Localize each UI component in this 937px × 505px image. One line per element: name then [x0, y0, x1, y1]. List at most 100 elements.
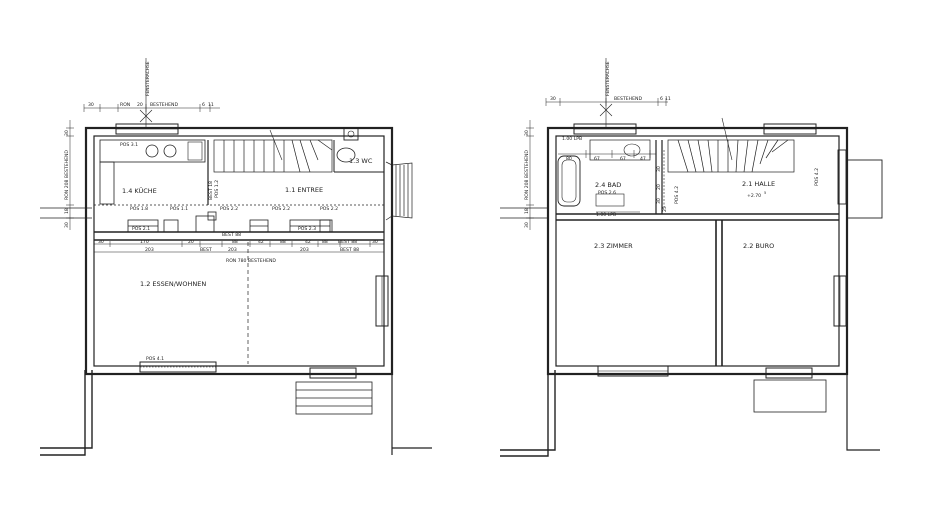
hob-burner-icon	[145, 144, 159, 158]
site-wall-left	[40, 370, 93, 456]
pos-label: POS 1.8	[130, 206, 148, 212]
dim-top: 11	[665, 96, 671, 102]
dim-wall: 20	[188, 239, 194, 245]
top-dimension-chain	[83, 58, 220, 128]
site-wall-right	[846, 370, 880, 451]
site-wall-right	[391, 370, 432, 455]
dim-bad: 80	[566, 156, 572, 162]
partition-wall	[556, 213, 839, 221]
pos-label: POS 2.2	[272, 206, 290, 212]
dim-top: 6	[202, 102, 205, 108]
bad-cabinet	[595, 193, 625, 207]
room-label-wc: 1.3 WC	[349, 157, 373, 165]
dim-left: RON 208 BESTEHEND	[524, 150, 530, 200]
pos-label: POS 2.2	[220, 206, 238, 212]
outer-wall	[546, 126, 849, 376]
dim-wall: BEST	[200, 247, 212, 253]
left-dimension-chain	[526, 120, 534, 230]
inner-wall-line	[93, 135, 385, 367]
dim-bad: 47	[640, 156, 646, 162]
halle-level: +2.70	[747, 193, 761, 199]
dim-bad: 25	[662, 206, 668, 212]
pos-label: POS 2.6	[598, 190, 616, 196]
door-bottom	[309, 367, 357, 379]
site-line-left	[500, 207, 548, 219]
dim-bad: 1.00 LPB	[562, 136, 582, 142]
best-label: BEST 88	[222, 232, 241, 238]
dim-top: BESTEHEND	[150, 102, 178, 108]
dim-wall: 170	[140, 239, 149, 245]
staircase	[213, 129, 333, 173]
dim-left: 30	[524, 130, 530, 136]
dim-bad: 67	[620, 156, 626, 162]
dim-left: 30	[64, 222, 70, 228]
dim-left: 30	[524, 222, 530, 228]
living-window-bottom	[139, 361, 217, 373]
dim-bottom: RON 780 BESTEHEND	[226, 258, 276, 264]
dim-left: 30	[64, 130, 70, 136]
pos-label: POS 4.2	[674, 186, 680, 204]
dim-top: 6	[660, 96, 663, 102]
entry-steps	[295, 381, 373, 415]
pos-label: POS 1.2	[214, 180, 220, 198]
dim-wall: 30	[98, 239, 104, 245]
pos-label: POS 4.1	[146, 356, 164, 362]
bad-wall	[655, 140, 663, 214]
dim-bad: 30	[656, 166, 662, 172]
dim-wall: 88	[232, 239, 238, 245]
bathtub-inner	[561, 159, 577, 203]
bathtub-icon	[557, 155, 581, 207]
room-label-entree: 1.1 ENTREE	[285, 186, 323, 194]
room-label-buro: 2.2 BURO	[743, 242, 774, 250]
side-window	[837, 149, 847, 205]
lower-terrace	[753, 379, 827, 413]
pos-label: POS 2.3	[298, 226, 316, 232]
pos-label: POS 2.2	[320, 206, 338, 212]
toilet-icon	[336, 147, 356, 163]
left-plan-labels: 1.4 KÜCHE 1.1 ENTREE 1.3 WC 1.2 ESSEN/WO…	[64, 61, 378, 362]
left-floor-plan	[40, 58, 432, 456]
dim-top: BESTEHEND	[614, 96, 642, 102]
wall-dimension-chain	[93, 241, 385, 253]
dim-left: 18	[64, 208, 70, 214]
dim-left: RON 208 BESTEHEND	[64, 150, 70, 200]
dim-left: 18	[524, 208, 530, 214]
halle-level-sup: 5	[764, 191, 766, 195]
axis-label: FENSTERACHSE	[605, 61, 611, 96]
pos-label: POS 4.2	[814, 168, 820, 186]
room-label-zimmer: 2.3 ZIMMER	[594, 242, 633, 250]
inner-wall-line	[555, 135, 840, 367]
pos-label: POS 3.1	[120, 142, 138, 148]
dim-top: 20	[137, 102, 143, 108]
room-label-essen: 1.2 ESSEN/WOHNEN	[140, 280, 206, 288]
dim-wall: 88	[280, 239, 286, 245]
wc-vent-icon	[347, 130, 355, 138]
pos-label: POS 2.1	[132, 226, 150, 232]
room-divider-wall	[715, 220, 723, 366]
balcony	[846, 159, 883, 219]
left-dimension-chain	[66, 120, 74, 230]
dim-bad: 1.00 LPB	[596, 212, 616, 218]
dim-top: 30	[88, 102, 94, 108]
dim-wall: 88	[322, 239, 328, 245]
sink-icon	[187, 141, 203, 161]
staircase	[667, 117, 795, 173]
pos-label: POS 1.1	[170, 206, 188, 212]
washbasin-icon	[623, 143, 641, 157]
bad-dimension-chain	[558, 150, 656, 213]
dim-bad: 30	[656, 198, 662, 204]
dim-bad: 67	[594, 156, 600, 162]
porch-steps	[385, 161, 413, 221]
axis-label: FENSTERACHSE	[145, 61, 151, 96]
dim-wall: 42	[258, 239, 264, 245]
room-label-halle: 2.1 HALLE	[742, 180, 775, 188]
dim-wall: BEST 88	[338, 239, 357, 245]
front-wall-openings	[127, 211, 333, 233]
dim-wall: 30	[372, 239, 378, 245]
right-floor-plan	[500, 58, 883, 457]
hob-burner-icon	[163, 144, 177, 158]
dim-top: 30	[550, 96, 556, 102]
dim-wall: 203	[145, 247, 154, 253]
dim-top: 11	[208, 102, 214, 108]
